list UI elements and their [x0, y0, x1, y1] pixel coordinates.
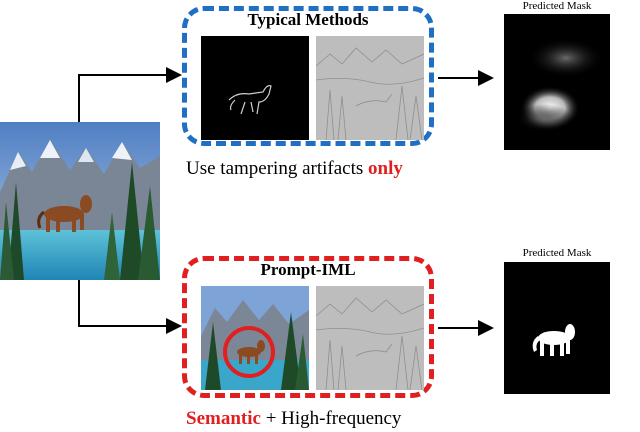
predicted-mask-label-bottom: Predicted Mask [522, 247, 592, 259]
typical-methods-caption: Use tampering artifacts only [186, 158, 403, 180]
caption-semantic-emphasis: Semantic [186, 408, 261, 429]
prompt-iml-caption: Semantic + High-frequency [186, 408, 401, 430]
prompt-iml-box [182, 256, 434, 398]
typical-methods-box [182, 6, 434, 146]
typical-methods-title: Typical Methods [247, 10, 369, 29]
predicted-mask-label-top: Predicted Mask [522, 0, 592, 12]
top-highfreq-map [316, 36, 424, 140]
top-artifact-map [201, 36, 309, 140]
bottom-highfreq-map [316, 286, 424, 390]
predicted-mask-bottom [504, 262, 610, 394]
caption-suffix: + High-frequency [260, 408, 402, 429]
predicted-mask-top [504, 14, 610, 150]
bottom-semantic-image [201, 286, 309, 390]
caption-only-emphasis: only [368, 158, 403, 179]
caption-prefix: Use tampering artifacts [186, 158, 369, 179]
input-image [0, 122, 160, 280]
prompt-iml-title: Prompt-IML [260, 260, 356, 279]
